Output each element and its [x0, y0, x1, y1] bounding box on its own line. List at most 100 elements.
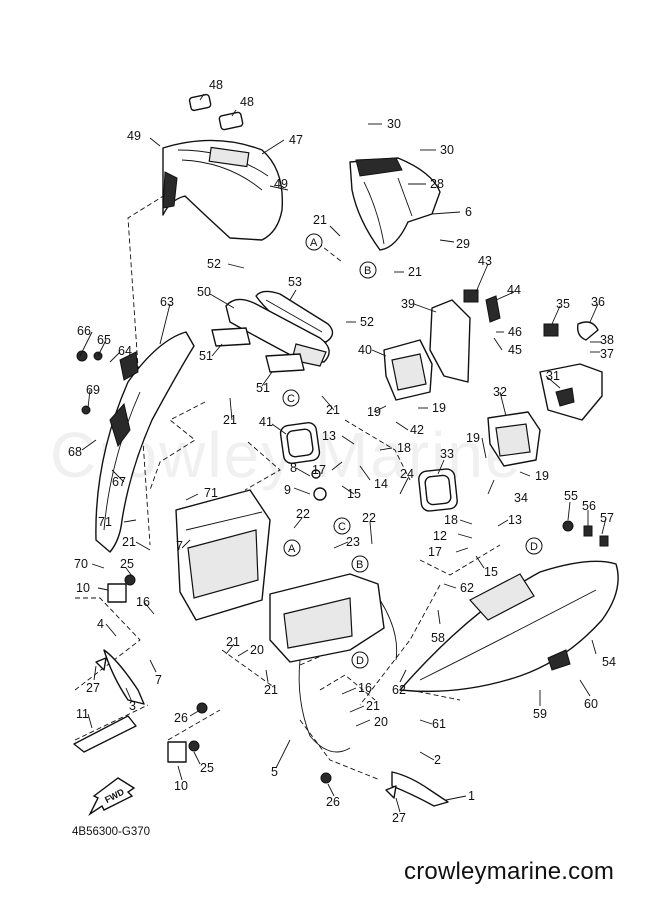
callout-69: 69 [86, 383, 100, 397]
callout-15: 15 [347, 487, 361, 501]
diagram-code: 4B56300-G370 [72, 826, 151, 838]
callout-5: 5 [271, 765, 278, 779]
callout-16: 16 [358, 681, 372, 695]
callout-3: 3 [129, 699, 136, 713]
callout-20: 20 [374, 715, 388, 729]
callout-10: 10 [174, 779, 188, 793]
part-44-clip [485, 295, 501, 323]
part-10-pad-b [167, 741, 187, 763]
part-41-seal-ring-inner [286, 428, 314, 458]
part-51-cover-a [211, 327, 251, 347]
callout-51: 51 [256, 381, 270, 395]
callout-32: 32 [493, 385, 507, 399]
callout-7: 7 [155, 673, 162, 687]
callout-62: 62 [460, 581, 474, 595]
callout-35: 35 [556, 297, 570, 311]
callout-62: 62 [392, 683, 406, 697]
callout-56: 56 [582, 499, 596, 513]
callout-37: 37 [600, 347, 614, 361]
callout-21: 21 [366, 699, 380, 713]
callout-68: 68 [68, 445, 82, 459]
callout-25: 25 [200, 761, 214, 775]
callout-14: 14 [374, 477, 388, 491]
callout-51: 51 [199, 349, 213, 363]
callout-17: 17 [428, 545, 442, 559]
callout-54: 54 [602, 655, 616, 669]
part-1-bracket [391, 771, 449, 807]
part-31-panel [539, 363, 603, 421]
callout-43: 43 [478, 254, 492, 268]
assembly-lines [74, 194, 501, 781]
callout-38: 38 [600, 333, 614, 347]
ref-marker-b: B [364, 265, 371, 277]
callout-21: 21 [223, 413, 237, 427]
part-48-pad-b [218, 111, 244, 131]
fwd-arrow-icon: FWD [88, 777, 136, 816]
callout-52: 52 [207, 257, 221, 271]
part-28-front-panel [349, 157, 441, 251]
callout-30: 30 [440, 143, 454, 157]
callout-33: 33 [440, 447, 454, 461]
callout-10: 10 [76, 581, 90, 595]
callout-47: 47 [289, 133, 303, 147]
callout-21: 21 [122, 535, 136, 549]
ref-marker-a: A [288, 543, 296, 555]
callout-11: 11 [76, 707, 89, 721]
part-5-lower-frame [269, 573, 398, 753]
part-3-bracket [103, 649, 145, 705]
callout-36: 36 [591, 295, 605, 309]
callout-16: 16 [136, 595, 150, 609]
ref-marker-d: D [530, 541, 538, 553]
part-11-cover [73, 715, 137, 753]
callout-13: 13 [508, 513, 522, 527]
callout-40: 40 [358, 343, 372, 357]
callout-27: 27 [392, 811, 406, 825]
part-39-bracket [429, 299, 471, 383]
callout-49: 49 [274, 177, 288, 191]
callout-70: 70 [74, 557, 88, 571]
part-33-seal-ring-inner [424, 474, 452, 506]
part-54-right-side-cowl [399, 560, 619, 693]
callout-65: 65 [97, 333, 111, 347]
callout-55: 55 [564, 489, 578, 503]
part-40-duct [383, 339, 433, 401]
callout-26: 26 [174, 711, 188, 725]
callout-45: 45 [508, 343, 522, 357]
callout-31: 31 [546, 369, 560, 383]
callout-66: 66 [77, 324, 91, 338]
callout-49: 49 [127, 129, 141, 143]
callout-19: 19 [466, 431, 480, 445]
callout-19: 19 [535, 469, 549, 483]
leader-lines [79, 93, 607, 813]
callout-4: 4 [97, 617, 104, 631]
callout-21: 21 [264, 683, 278, 697]
callout-53: 53 [288, 275, 302, 289]
callout-60: 60 [584, 697, 598, 711]
ref-marker-d: D [356, 655, 364, 667]
callout-61: 61 [432, 717, 446, 731]
callout-27: 27 [86, 681, 100, 695]
callout-48: 48 [209, 78, 223, 92]
callout-28: 28 [430, 177, 444, 191]
callout-25: 25 [120, 557, 134, 571]
callout-22: 22 [296, 507, 310, 521]
part-63-left-side-cowl [95, 331, 195, 553]
part-47-upper-cowl [162, 139, 284, 241]
fasteners [76, 350, 609, 799]
callout-52: 52 [360, 315, 374, 329]
callout-2: 2 [434, 753, 441, 767]
part-32-duct [487, 411, 541, 467]
callout-30: 30 [387, 117, 401, 131]
callout-39: 39 [401, 297, 415, 311]
callout-21: 21 [326, 403, 340, 417]
callout-41: 41 [259, 415, 273, 429]
callout-22: 22 [362, 511, 376, 525]
callout-71: 71 [98, 515, 112, 529]
callout-46: 46 [508, 325, 522, 339]
callout-7: 7 [176, 539, 183, 553]
reference-markers: A B C C A B D D [282, 233, 543, 669]
ref-marker-c: C [287, 393, 295, 405]
part-51-cover-b [265, 353, 305, 373]
site-watermark: crowleymarine.com [404, 858, 615, 885]
